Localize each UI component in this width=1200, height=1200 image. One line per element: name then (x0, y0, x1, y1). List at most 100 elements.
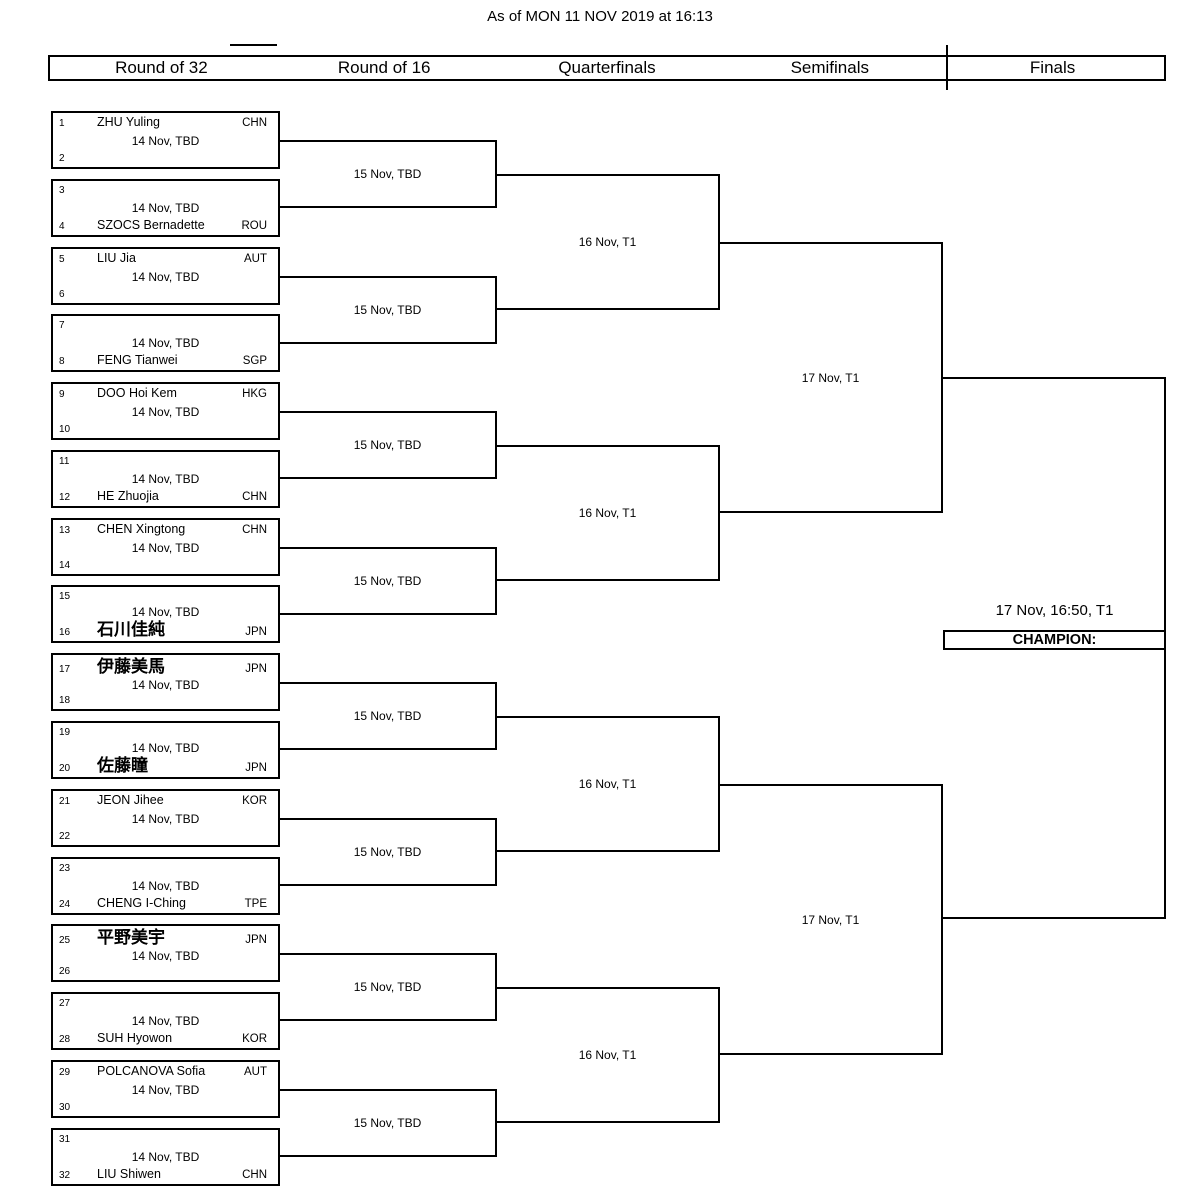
seed-number: 16 (59, 627, 71, 638)
header-quarterfinals: Quarterfinals (558, 58, 656, 77)
player-name: LIU Shiwen (97, 1167, 161, 1181)
seed-number: 1 (59, 118, 65, 129)
player-name: POLCANOVA Sofia (97, 1064, 206, 1078)
seed-number: 10 (59, 424, 71, 435)
r32-match: 19 14 Nov, TBD 20 佐藤瞳 JPN (51, 721, 280, 779)
country-code: CHN (242, 117, 267, 129)
seed-number: 7 (59, 320, 65, 331)
country-code: CHN (242, 524, 267, 536)
r32-match: 21 JEON Jihee KOR 14 Nov, TBD 22 (51, 789, 280, 847)
artifact-line (230, 44, 277, 46)
player-name: 伊藤美馬 (97, 657, 165, 676)
player-name: DOO Hoi Kem (97, 386, 177, 400)
match-schedule: 14 Nov, TBD (131, 604, 200, 619)
player-name: FENG Tianwei (97, 353, 178, 367)
semifinal-connector: 17 Nov, T1 (720, 784, 943, 1055)
player-name: LIU Jia (97, 251, 136, 265)
match-schedule: 15 Nov, TBD (353, 980, 422, 994)
header-round-of-32: Round of 32 (115, 58, 208, 77)
match-schedule: 14 Nov, TBD (131, 471, 200, 486)
country-code: ROU (241, 220, 267, 232)
seed-number: 31 (59, 1134, 71, 1145)
match-schedule: 14 Nov, TBD (131, 200, 200, 215)
country-code: JPN (245, 934, 267, 946)
r16-match-connector: 15 Nov, TBD (280, 276, 497, 344)
seed-number: 19 (59, 727, 71, 738)
header-divider-line (946, 45, 948, 90)
seed-number: 13 (59, 525, 71, 536)
country-code: JPN (245, 762, 267, 774)
r16-match-connector: 15 Nov, TBD (280, 682, 497, 750)
semifinal-connector: 17 Nov, T1 (720, 242, 943, 513)
player-name: HE Zhuojia (97, 489, 159, 503)
match-schedule: 14 Nov, TBD (131, 1149, 200, 1164)
seed-number: 12 (59, 492, 71, 503)
player-name: CHENG I-Ching (97, 896, 186, 910)
final-schedule: 17 Nov, 16:50, T1 (995, 602, 1114, 619)
match-schedule: 14 Nov, TBD (131, 1082, 200, 1097)
match-schedule: 17 Nov, T1 (801, 912, 860, 927)
seed-number: 32 (59, 1170, 71, 1181)
seed-number: 21 (59, 796, 71, 807)
seed-number: 28 (59, 1034, 71, 1045)
country-code: HKG (242, 388, 267, 400)
seed-number: 15 (59, 591, 71, 602)
seed-number: 22 (59, 831, 71, 842)
r32-match: 27 14 Nov, TBD 28 SUH Hyowon KOR (51, 992, 280, 1050)
match-schedule: 15 Nov, TBD (353, 303, 422, 317)
player-name: SUH Hyowon (97, 1031, 173, 1045)
country-code: KOR (242, 1033, 267, 1045)
seed-number: 25 (59, 935, 71, 946)
champion-label: CHAMPION: (1012, 632, 1097, 648)
round-header-bar: Round of 32 Round of 16 Quarterfinals Se… (48, 55, 1166, 81)
seed-number: 9 (59, 389, 65, 400)
match-schedule: 14 Nov, TBD (131, 540, 200, 555)
country-code: JPN (245, 663, 267, 675)
player-name: SZOCS Bernadette (97, 218, 205, 232)
match-schedule: 14 Nov, TBD (131, 335, 200, 350)
match-schedule: 14 Nov, TBD (131, 1013, 200, 1028)
match-schedule: 14 Nov, TBD (131, 811, 200, 826)
r16-match-connector: 15 Nov, TBD (280, 411, 497, 479)
country-code: JPN (245, 626, 267, 638)
match-schedule: 16 Nov, T1 (578, 777, 637, 791)
seed-number: 29 (59, 1067, 71, 1078)
match-schedule: 16 Nov, T1 (578, 235, 637, 249)
seed-number: 14 (59, 560, 71, 571)
match-schedule: 14 Nov, TBD (131, 269, 200, 284)
match-schedule: 14 Nov, TBD (131, 133, 200, 148)
country-code: KOR (242, 795, 267, 807)
seed-number: 20 (59, 763, 71, 774)
country-code: CHN (242, 1169, 267, 1181)
r32-match: 15 14 Nov, TBD 16 石川佳純 JPN (51, 585, 280, 643)
quarterfinal-connector: 16 Nov, T1 (497, 174, 720, 310)
match-schedule: 17 Nov, T1 (801, 370, 860, 385)
player-name: 佐藤瞳 (97, 756, 148, 775)
player-name: 石川佳純 (97, 620, 165, 639)
seed-number: 2 (59, 153, 65, 164)
seed-number: 3 (59, 185, 65, 196)
match-schedule: 16 Nov, T1 (578, 1048, 637, 1062)
r16-match-connector: 15 Nov, TBD (280, 140, 497, 208)
match-schedule: 14 Nov, TBD (131, 740, 200, 755)
match-schedule: 15 Nov, TBD (353, 845, 422, 859)
match-schedule: 14 Nov, TBD (131, 404, 200, 419)
seed-number: 27 (59, 998, 71, 1009)
champion-box: CHAMPION: (943, 630, 1166, 650)
header-round-of-16: Round of 16 (337, 58, 431, 77)
match-schedule: 14 Nov, TBD (131, 948, 200, 963)
r32-match: 9 DOO Hoi Kem HKG 14 Nov, TBD 10 (51, 382, 280, 440)
seed-number: 24 (59, 899, 71, 910)
seed-number: 23 (59, 863, 71, 874)
seed-number: 5 (59, 254, 65, 265)
player-name: JEON Jihee (97, 793, 164, 807)
